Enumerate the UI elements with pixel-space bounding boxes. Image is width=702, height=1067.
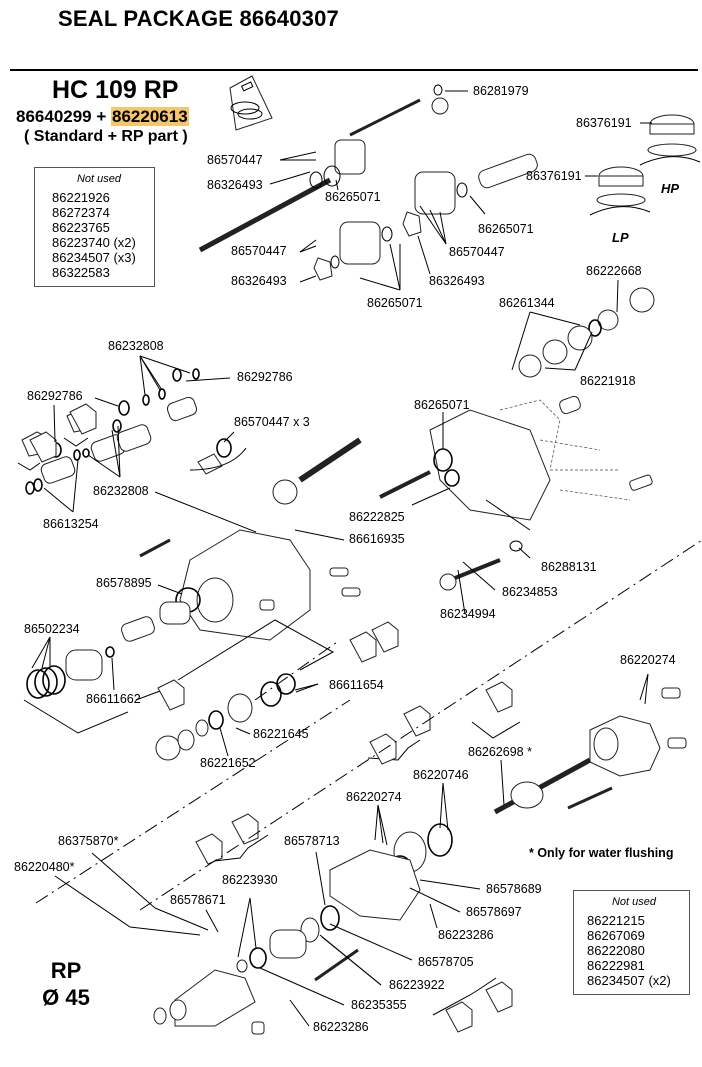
package-part-prefix: 86640299 + bbox=[16, 107, 112, 126]
part-label: 86262698 * bbox=[468, 745, 532, 759]
not-used-item: 86223765 bbox=[52, 220, 110, 235]
not-used-heading: Not used bbox=[76, 173, 122, 185]
part-label: 86616935 bbox=[349, 532, 405, 546]
not-used-item: 86221215 bbox=[587, 913, 645, 928]
header-divider bbox=[10, 69, 698, 71]
part-label: 86220480* bbox=[14, 860, 75, 874]
rp-label: RP bbox=[50, 958, 82, 983]
part-label: 86281979 bbox=[473, 84, 529, 98]
part-label: 86265071 bbox=[367, 296, 423, 310]
part-label: 86578895 bbox=[96, 576, 152, 590]
part-label: 86265071 bbox=[478, 222, 534, 236]
page-title: SEAL PACKAGE 86640307 bbox=[58, 6, 339, 31]
not-used-item: 86221926 bbox=[52, 190, 110, 205]
part-label: 86220274 bbox=[346, 790, 402, 804]
part-label: 86220274 bbox=[620, 653, 676, 667]
part-label: 86288131 bbox=[541, 560, 597, 574]
part-label: 86232808 bbox=[93, 484, 149, 498]
part-label: 86578689 bbox=[486, 882, 542, 896]
part-label: 86613254 bbox=[43, 517, 99, 531]
not-used-box-bottom: Not used 86221215 86267069 86222080 8622… bbox=[573, 890, 690, 995]
part-label: 86265071 bbox=[414, 398, 470, 412]
not-used-item: 86234507 (x3) bbox=[52, 250, 136, 265]
part-label: 86326493 bbox=[429, 274, 485, 288]
highlighted-part-number: 86220613 bbox=[111, 107, 189, 126]
part-label: 86578705 bbox=[418, 955, 474, 969]
hp-variant-label: HP bbox=[661, 181, 680, 196]
part-label: 86326493 bbox=[231, 274, 287, 288]
part-label: 86234994 bbox=[440, 607, 496, 621]
section-line-mid bbox=[254, 639, 341, 701]
part-label: 86578671 bbox=[170, 893, 226, 907]
part-label: 86375870* bbox=[58, 834, 119, 848]
part-label: 86611654 bbox=[329, 678, 384, 692]
part-label: 86221645 bbox=[253, 727, 309, 741]
lp-variant-label: LP bbox=[612, 230, 629, 245]
part-label: 86326493 bbox=[207, 178, 263, 192]
not-used-item: 86223740 (x2) bbox=[52, 235, 136, 250]
hp-cover-drawing bbox=[639, 114, 701, 166]
not-used-item: 86222981 bbox=[587, 958, 645, 973]
part-label: 86232808 bbox=[108, 339, 164, 353]
part-label: 86220746 bbox=[413, 768, 469, 782]
part-label: 86292786 bbox=[27, 389, 83, 403]
part-label: 86376191 bbox=[576, 116, 632, 130]
not-used-item: 86272374 bbox=[52, 205, 110, 220]
leader-lines bbox=[31, 90, 652, 1027]
not-used-heading: Not used bbox=[611, 896, 657, 908]
part-label: 86222668 bbox=[586, 264, 642, 278]
diameter-label: Ø 45 bbox=[42, 985, 90, 1010]
relief-valve-group bbox=[439, 499, 531, 591]
part-label: 86221918 bbox=[580, 374, 636, 388]
part-label: 86223286 bbox=[313, 1020, 369, 1034]
part-label: 86234853 bbox=[502, 585, 558, 599]
not-used-item: 86234507 (x2) bbox=[587, 973, 671, 988]
tool-icons bbox=[17, 403, 521, 1033]
footnote: * Only for water flushing bbox=[529, 846, 674, 860]
part-label: 86235355 bbox=[351, 998, 407, 1012]
part-label: 86570447 bbox=[207, 153, 263, 167]
not-used-item: 86267069 bbox=[587, 928, 645, 943]
part-label: 86223930 bbox=[222, 873, 278, 887]
part-label: 86578713 bbox=[284, 834, 340, 848]
part-label: 86570447 x 3 bbox=[234, 415, 310, 429]
package-part-numbers: 86640299 + 86220613 bbox=[16, 107, 189, 127]
rp-section-group bbox=[153, 687, 687, 1035]
part-label: 86261344 bbox=[499, 296, 555, 310]
section-line-upper bbox=[139, 539, 702, 911]
part-label: 86570447 bbox=[231, 244, 287, 258]
part-label: 86570447 bbox=[449, 245, 505, 259]
not-used-item: 86322583 bbox=[52, 265, 110, 280]
not-used-box-top: Not used 86221926 86272374 86223765 8622… bbox=[34, 167, 155, 287]
package-subtitle: ( Standard + RP part ) bbox=[24, 128, 188, 145]
seal-bag-icon bbox=[229, 75, 273, 131]
part-label: 86265071 bbox=[325, 190, 381, 204]
part-label: 86292786 bbox=[237, 370, 293, 384]
model-name: HC 109 RP bbox=[52, 76, 179, 104]
part-label: 86611662 bbox=[86, 692, 141, 706]
part-label: 86502234 bbox=[24, 622, 80, 636]
top-valve-group bbox=[198, 84, 538, 281]
pump-head-group bbox=[379, 287, 655, 521]
part-label: 86223922 bbox=[389, 978, 445, 992]
part-label: 86223286 bbox=[438, 928, 494, 942]
part-label: 86578697 bbox=[466, 905, 522, 919]
valve-cartridge-group bbox=[21, 368, 200, 495]
part-label: 86222825 bbox=[349, 510, 405, 524]
section-line-lower bbox=[35, 699, 351, 904]
not-used-item: 86222080 bbox=[587, 943, 645, 958]
crankcase-group bbox=[23, 437, 362, 761]
lp-cover-drawing bbox=[589, 166, 651, 216]
part-label: 86221652 bbox=[200, 756, 256, 770]
part-label: 86376191 bbox=[526, 169, 582, 183]
rp-diameter-label: RP Ø 45 bbox=[36, 957, 96, 1011]
